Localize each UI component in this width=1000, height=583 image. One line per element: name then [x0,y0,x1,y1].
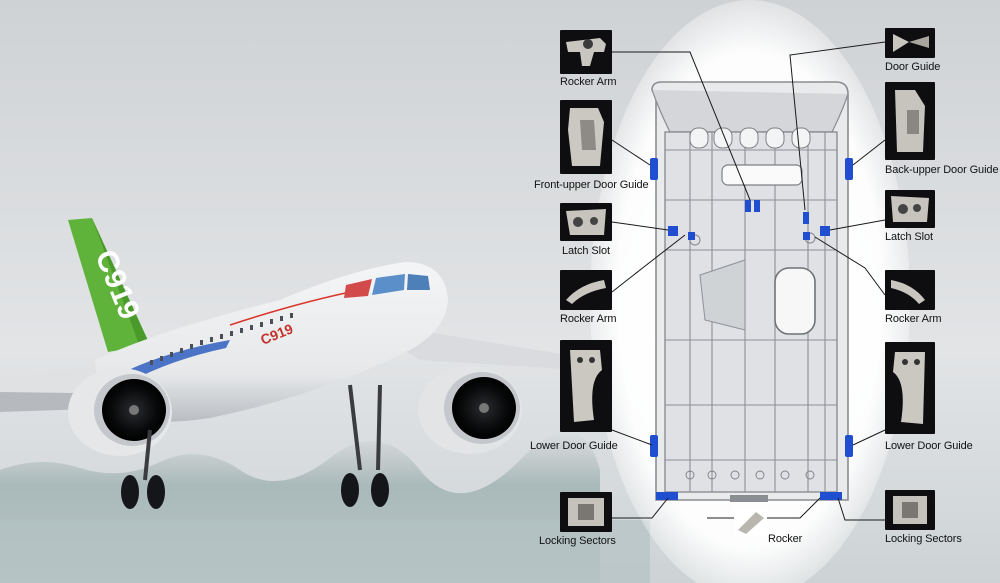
front-upper-door-guide-label: Front-upper Door Guide [534,179,649,191]
locking-sectors-right-thumbnail [885,490,935,530]
locking-sectors-left-label: Locking Sectors [539,535,616,547]
rocker-label: Rocker [768,533,803,545]
airplane [0,218,612,509]
rocker-arm-top-thumbnail [560,30,612,74]
locking-sectors-right-label: Locking Sectors [885,533,962,545]
lower-door-guide-left-label: Lower Door Guide [530,440,618,452]
front-upper-door-guide-thumbnail [560,100,612,174]
lower-door-guide-right-label: Lower Door Guide [885,440,973,452]
rocker-thumbnail [734,508,767,536]
latch-slot-left-thumbnail [560,203,612,241]
door-guide-thumbnail [885,28,935,58]
lower-door-guide-right-thumbnail [885,342,935,434]
leader-lines [611,41,886,521]
door-panel [650,81,853,502]
right-engine [418,366,522,454]
rocker-arm-left-label: Rocker Arm [560,313,617,325]
rocker-arm-right-label: Rocker Arm [885,313,942,325]
rocker-arm-top-label: Rocker Arm [560,76,617,88]
rocker-arm-right-thumbnail [885,270,935,310]
back-upper-door-guide-label: Back-upper Door Guide [885,164,999,176]
back-upper-door-guide-thumbnail [885,82,935,160]
latch-slot-left-label: Latch Slot [562,245,610,257]
locking-sectors-left-thumbnail [560,492,612,532]
rocker-arm-left-thumbnail [560,270,612,310]
door-guide-label: Door Guide [885,61,941,73]
latch-slot-right-thumbnail [885,190,935,228]
left-engine [68,368,172,456]
latch-slot-right-label: Latch Slot [885,231,933,243]
lower-door-guide-left-thumbnail [560,340,612,432]
